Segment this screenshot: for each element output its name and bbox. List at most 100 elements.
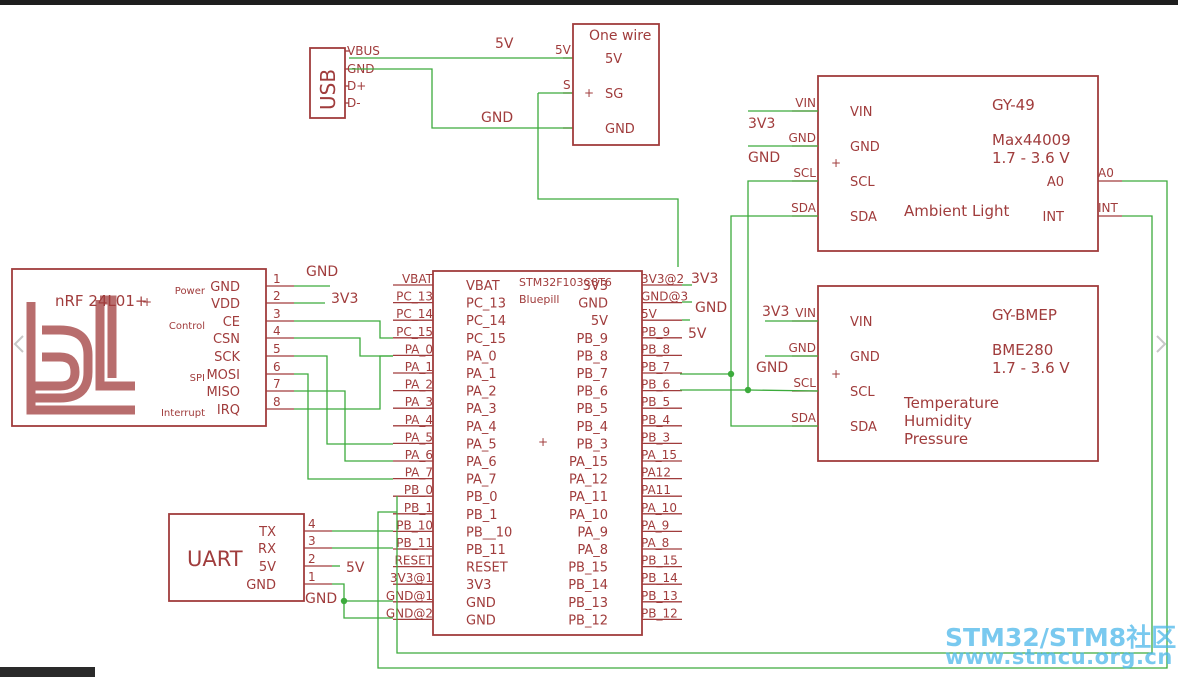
mcu-pin-label: PC_15 (466, 332, 506, 347)
net-gnd (349, 68, 572, 129)
net-junction (744, 386, 752, 394)
mcu-pin-label: PB_0 (466, 490, 498, 505)
net-label: 3V3 (762, 304, 789, 320)
mcu-pad-label: PB_14 (641, 571, 678, 585)
chevron-right-icon[interactable] (1154, 334, 1168, 354)
net-junction (727, 370, 735, 378)
mcu-pad-label: 3V3@2 (641, 272, 684, 286)
bmep-range: 1.7 - 3.6 V (992, 359, 1070, 377)
mcu-pad-label: PB_11 (396, 536, 433, 550)
mcu-pin-label: GND (578, 297, 608, 312)
gy49-module (817, 75, 1099, 252)
nrf-module (11, 268, 267, 427)
origin-cross: + (584, 86, 594, 100)
mcu-pin-label: PB_11 (466, 543, 506, 558)
nrf-pin-label: MOSI (206, 368, 240, 383)
nrf-pin-number: 7 (273, 377, 281, 391)
nrf-pin-label: IRQ (217, 403, 240, 418)
mcu-pin-label: PA_10 (569, 508, 608, 523)
gy49-pad-label: INT (1098, 201, 1119, 215)
mcu-pin-label: PB_8 (576, 349, 608, 364)
nrf-pin-number: 5 (273, 342, 281, 356)
uart-pin-label: GND (246, 578, 276, 593)
origin-cross: + (831, 367, 841, 381)
mcu-pad-label: PB_3 (641, 430, 670, 444)
mcu-pad-label: PA_5 (405, 430, 433, 444)
bmep-description: Pressure (904, 430, 968, 448)
mcu-pin-label: PA_5 (466, 437, 497, 452)
nrf-pin-number: 4 (273, 324, 281, 338)
mcu-pin-label: PA_4 (466, 420, 497, 435)
nrf-pin-number: 3 (273, 307, 281, 321)
gy49-name: GY-49 (992, 96, 1035, 114)
nrf-pin-group: Control (169, 321, 205, 332)
onewire-pin-label: GND (605, 122, 635, 137)
net-csn (294, 337, 393, 357)
net-label: 5V (688, 326, 707, 342)
uart-pin-number: 1 (308, 570, 316, 584)
net-mosi (294, 373, 393, 480)
gy49-pin-label: A0 (1047, 175, 1064, 190)
watermark-url: www.stmcu.org.cn (945, 645, 1173, 669)
mcu-pad-label: PB_0 (404, 483, 433, 497)
mcu-pad-label: PB_7 (641, 360, 670, 374)
mcu-pin-label: VBAT (466, 279, 500, 294)
mcu-pad-label: PA_1 (405, 360, 433, 374)
gy49-range: 1.7 - 3.6 V (992, 149, 1070, 167)
bmep-pad-label: VIN (795, 306, 816, 320)
nrf-pin-number: 6 (273, 360, 281, 374)
nrf-pin-number: 1 (273, 272, 281, 286)
mcu-pad-label: PA11 (641, 483, 671, 497)
mcu-pad-label: VBAT (402, 272, 434, 286)
mcu-pin-label: RESET (466, 561, 508, 576)
mcu-pin-label: PA_15 (569, 455, 608, 470)
bmep-module (817, 285, 1099, 462)
nrf-pin-number: 2 (273, 289, 281, 303)
mcu-pin-label: PB_6 (576, 385, 608, 400)
nrf-pin-label: VDD (211, 297, 240, 312)
nrf-pin-label: CSN (213, 332, 240, 347)
mcu-pad-label: RESET (395, 554, 434, 568)
net-label: 3V3 (331, 291, 358, 307)
onewire-pin-label: SG (605, 87, 623, 102)
mcu-pin-label: PA_6 (466, 455, 497, 470)
bmep-pad-label: GND (788, 341, 816, 355)
chevron-left-icon[interactable] (12, 334, 26, 354)
usb-pin-label: D+ (347, 79, 366, 93)
net-junction (340, 597, 348, 605)
origin-cross: + (538, 435, 548, 449)
mcu-pin-label: 3V3 (583, 279, 608, 294)
bmep-description: Humidity (904, 412, 972, 430)
mcu-pin-label: 5V (591, 314, 608, 329)
mcu-pin-label: PB_1 (466, 508, 498, 523)
mcu-pin-label: 3V3 (466, 578, 491, 593)
nrf-pin-group: Power (175, 286, 206, 297)
onewire-sensor (572, 23, 660, 146)
net-label: GND (695, 300, 727, 316)
mcu-pin-label: PB_14 (568, 578, 608, 593)
mcu-pad-label: PA_9 (641, 518, 669, 532)
onewire-pin-label: 5V (605, 52, 622, 67)
mcu-pad-label: PA_7 (405, 466, 433, 480)
net-label: 3V3 (691, 271, 718, 287)
usb-pin-label: VBUS (347, 44, 380, 58)
mcu-pin-label: PA_3 (466, 402, 497, 417)
mcu-pin-label: GND (466, 613, 496, 628)
mcu-pad-label: PA_15 (641, 448, 677, 462)
bmep-name: GY-BMEP (992, 306, 1057, 324)
mcu-name: STM32F103C8T6 (519, 276, 612, 289)
net-label: GND (305, 591, 337, 607)
mcu-pin-label: PA_12 (569, 473, 608, 488)
mcu-pad-label: PA_6 (405, 448, 433, 462)
mcu-pin-label: PB_12 (568, 613, 608, 628)
status-corner (0, 667, 95, 677)
mcu-pin-label: PB_3 (576, 437, 608, 452)
usb-pin-label: D- (347, 96, 361, 110)
net-scl (747, 389, 819, 392)
gy49-pin-label: INT (1043, 210, 1065, 225)
uart-pin-label: TX (258, 525, 276, 540)
mcu-pin-label: PB_7 (576, 367, 608, 382)
mcu-pad-label: GND@3 (641, 290, 688, 304)
mcu-pin-label: PA_0 (466, 349, 497, 364)
